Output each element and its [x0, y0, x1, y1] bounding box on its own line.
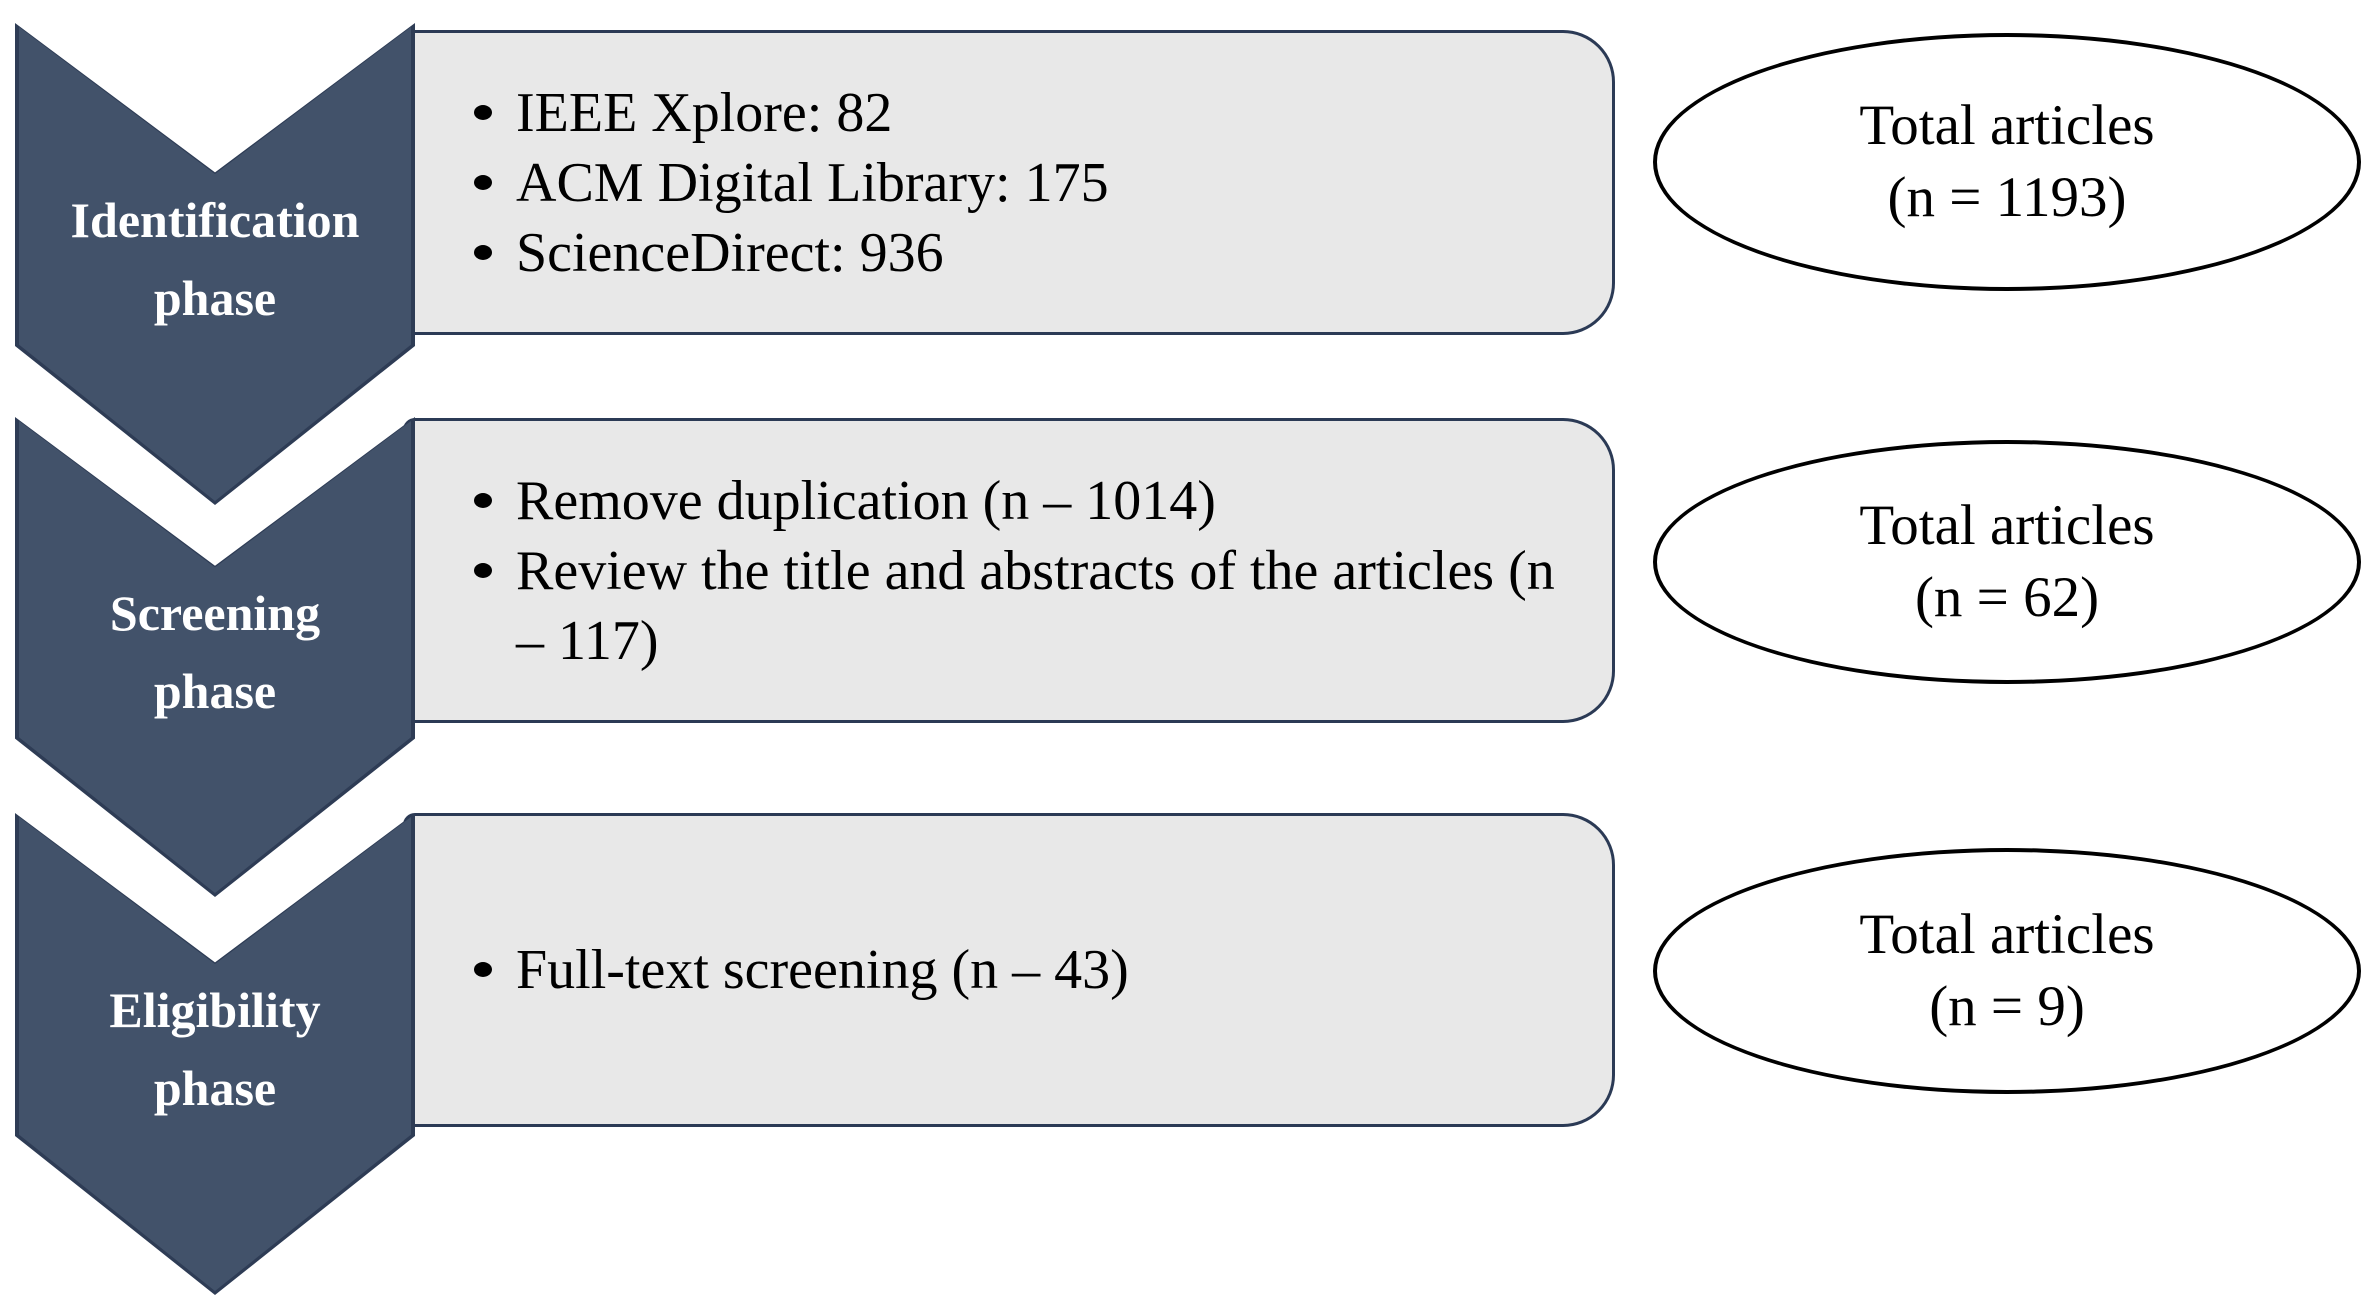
identification-bullet-list: IEEE Xplore: 82 ACM Digital Library: 175…	[406, 78, 1139, 288]
bullet-item-ieee-xplore: IEEE Xplore: 82	[470, 78, 1109, 148]
eligibility-bullet-list: Full-text screening (n – 43)	[406, 935, 1159, 1005]
total-articles-ellipse-identification: Total articles (n = 1193)	[1653, 33, 2361, 291]
total-articles-label: Total articles	[1859, 903, 2155, 966]
phase-label-eligibility: Eligibility phase	[15, 962, 415, 1136]
phase-label-screening: Screening phase	[15, 566, 415, 739]
phase-label-line1: Screening	[109, 585, 321, 642]
bullet-item-review-title-abstracts: Review the title and abstracts of the ar…	[470, 536, 1556, 676]
total-articles-label: Total articles	[1859, 94, 2155, 157]
screening-bullet-list: Remove duplication (n – 1014) Review the…	[406, 466, 1586, 676]
phase-label-identification: Identification phase	[15, 172, 415, 346]
bullet-item-acm-digital-library: ACM Digital Library: 175	[470, 148, 1109, 218]
phase-label-line2: phase	[153, 270, 277, 327]
phase-label-line2: phase	[153, 1060, 277, 1117]
total-articles-count: (n = 1193)	[1887, 166, 2127, 229]
total-articles-count: (n = 9)	[1929, 975, 2085, 1038]
phase-label-line2: phase	[153, 663, 277, 720]
phase-label-line1: Identification	[70, 192, 360, 249]
identification-sources-box: IEEE Xplore: 82 ACM Digital Library: 175…	[403, 30, 1615, 335]
total-articles-count: (n = 62)	[1914, 566, 2100, 629]
total-articles-ellipse-eligibility: Total articles (n = 9)	[1653, 848, 2361, 1094]
phase-label-line1: Eligibility	[109, 982, 321, 1039]
bullet-item-remove-duplication: Remove duplication (n – 1014)	[470, 466, 1556, 536]
screening-steps-box: Remove duplication (n – 1014) Review the…	[403, 418, 1615, 723]
chevron-identification-phase: Identification phase	[15, 23, 415, 505]
bullet-item-sciencedirect: ScienceDirect: 936	[470, 218, 1109, 288]
eligibility-steps-box: Full-text screening (n – 43)	[403, 813, 1615, 1127]
total-articles-label: Total articles	[1859, 494, 2155, 557]
bullet-item-fulltext-screening: Full-text screening (n – 43)	[470, 935, 1129, 1005]
total-articles-ellipse-screening: Total articles (n = 62)	[1653, 440, 2361, 684]
